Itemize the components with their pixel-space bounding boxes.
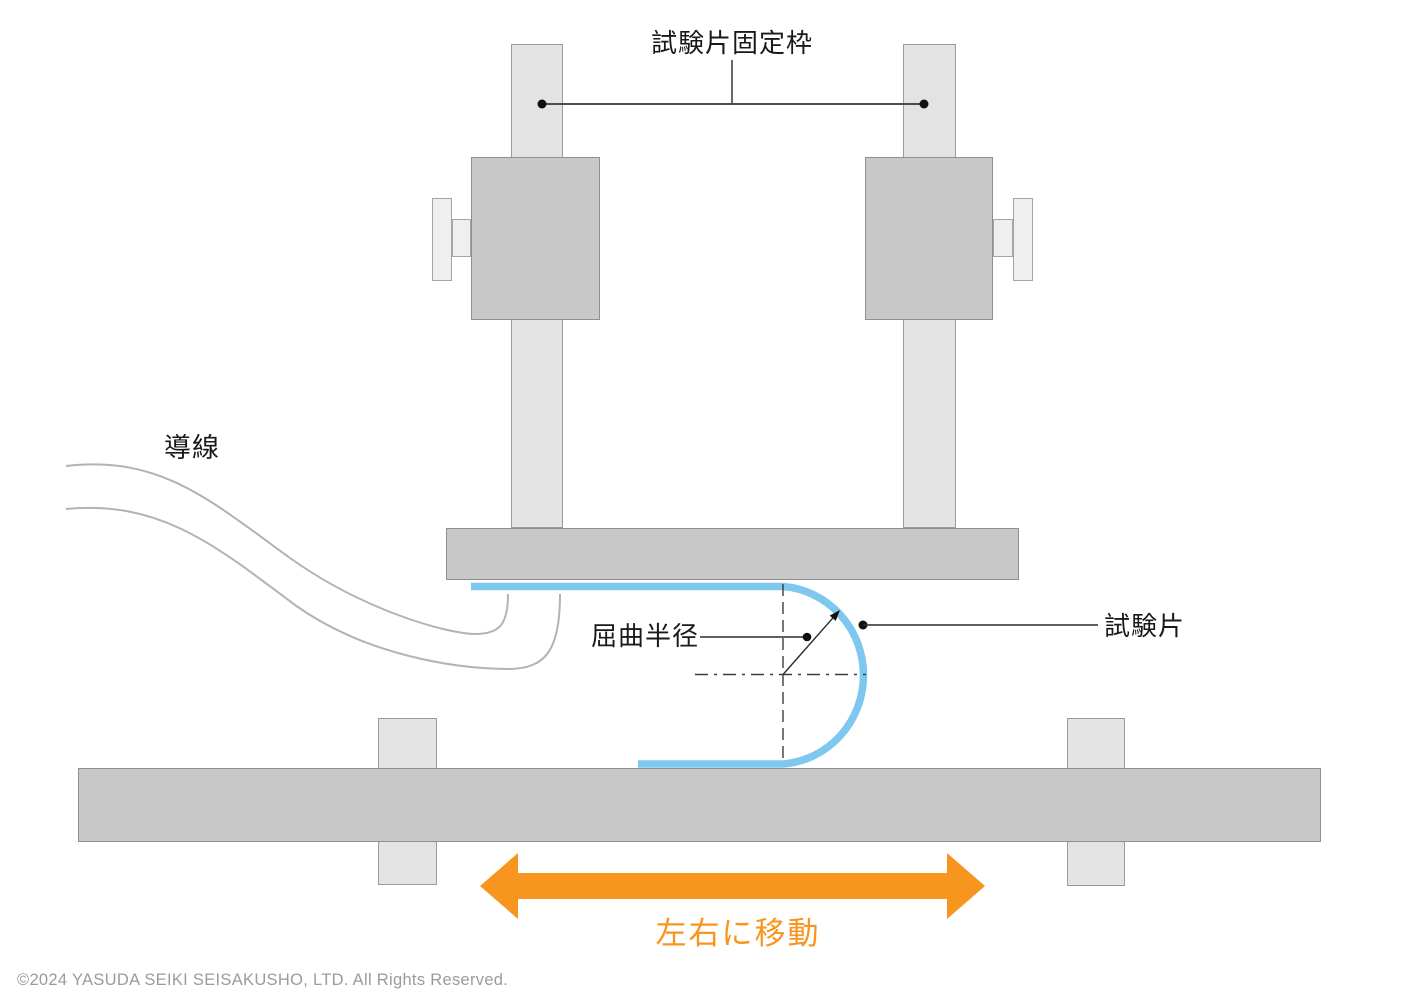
lead-wire-label: 導線 — [164, 433, 220, 463]
move-direction-arrow-icon — [480, 853, 985, 919]
test-piece-leader-dot — [858, 620, 868, 630]
specimen-holder-bar — [446, 528, 1019, 580]
bend-radius-label: 屈曲半径 — [591, 621, 700, 651]
lead-wire-upper — [65, 463, 509, 636]
moving-plate — [78, 768, 1321, 842]
radius-arrowhead-icon — [829, 610, 840, 621]
right-clamp-screw — [993, 219, 1013, 257]
right-clamp-knob — [1013, 198, 1033, 281]
radius-arrow-shaft — [782, 617, 834, 675]
test-piece-label: 試験片 — [1104, 611, 1186, 641]
specimen-strip — [471, 582, 868, 768]
move-direction-label: 左右に移動 — [655, 916, 821, 951]
left-clamp-block — [471, 157, 600, 320]
copyright-text: ©2024 YASUDA SEIKI SEISAKUSHO, LTD. All … — [17, 971, 509, 989]
left-clamp-knob — [432, 198, 452, 281]
fixing-frame-label: 試験片固定枠 — [650, 28, 814, 58]
left-clamp-screw — [452, 219, 471, 257]
bend-radius-leader-dot — [802, 632, 812, 642]
right-clamp-block — [865, 157, 993, 320]
